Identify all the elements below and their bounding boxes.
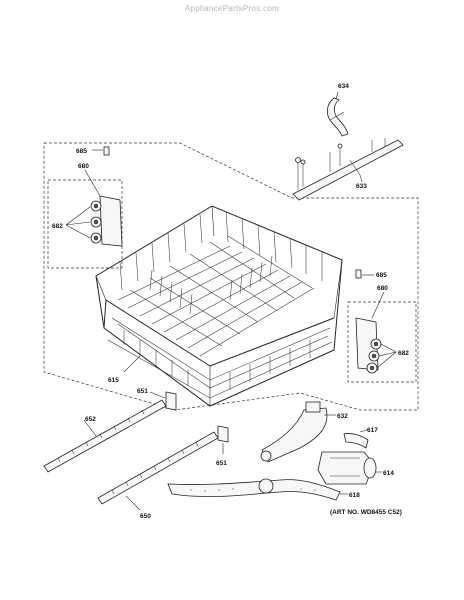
callout-615: 615 [108,377,119,384]
callout-632: 632 [337,413,348,420]
callout-650: 650 [140,513,151,520]
callout-651-upper: 651 [137,388,148,395]
wheel-group-box-left [47,179,123,269]
callout-685-left: 685 [76,148,87,155]
watermark: AppliancePartsPros.com [184,4,280,13]
callout-685-right: 685 [376,272,387,279]
wheel-bracket-left [65,169,123,247]
wheel-group-box-right [347,301,417,383]
callout-652: 652 [85,416,96,423]
callout-682-right: 682 [398,350,409,357]
rail-stop-651-upper [149,391,177,411]
callout-651-lower: 651 [216,460,227,467]
art-number: (ART NO. WD8455 C52) [330,509,402,516]
rail-650 [97,431,219,511]
spray-arm-618 [167,478,348,501]
feed-tube-634 [326,91,349,137]
adapter-614 [317,451,382,485]
clip-685-left [92,146,110,156]
callout-680-left: 680 [78,163,89,170]
callout-634: 634 [338,83,349,90]
upper-rack-615 [95,205,343,407]
clip-685-right [355,269,374,279]
spray-bar-633 [292,138,404,201]
callout-682-left: 682 [52,223,63,230]
callout-617: 617 [367,427,378,434]
callout-614: 614 [383,470,394,477]
wheel-bracket-right [355,291,397,374]
rail-stop-651-lower [217,425,229,454]
rail-652 [43,399,167,473]
hose-617 [343,429,369,449]
callout-680-right: 680 [377,285,388,292]
callout-633: 633 [356,183,367,190]
assembly-outline [43,142,419,411]
callout-618: 618 [349,492,360,499]
manifold-632 [260,401,336,463]
